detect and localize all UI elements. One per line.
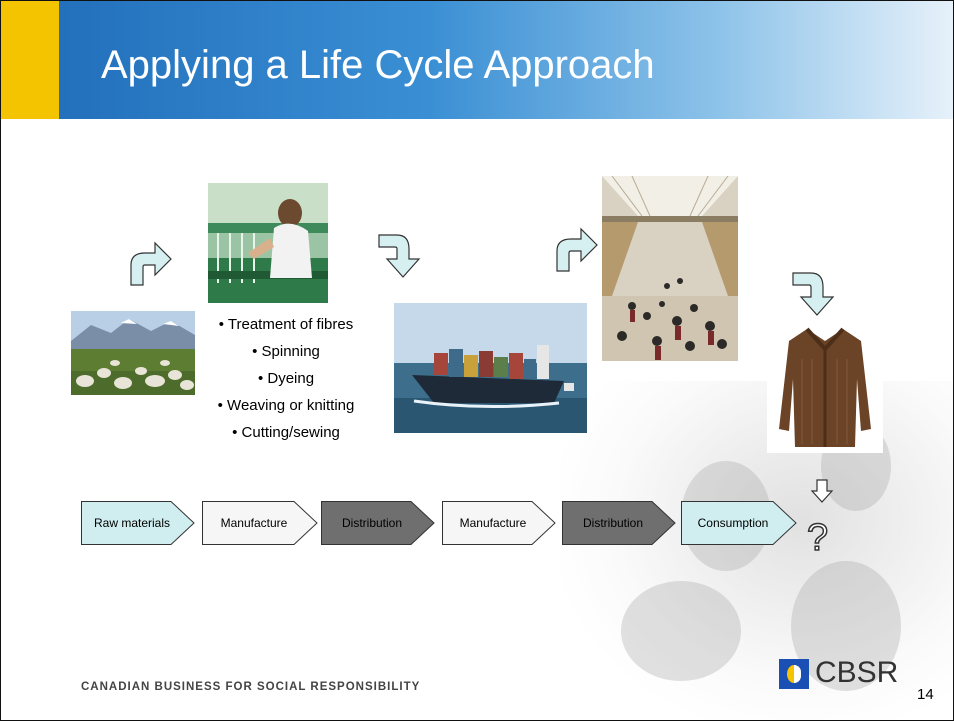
list-item: • Weaving or knitting [217,397,355,414]
flow-step-consumption: Consumption [681,501,797,545]
flow-step-label: Distribution [582,516,644,530]
shopping-mall-photo [602,176,738,361]
list-item: • Spinning [252,343,320,360]
slide-title: Applying a Life Cycle Approach [101,43,655,87]
manufacture-steps-list: • Treatment of fibres • Spinning • Dyein… [201,311,371,446]
title-accent [1,1,59,119]
list-item: • Treatment of fibres [218,316,354,333]
cbsr-logo-icon [779,659,809,689]
curved-up-right-arrow-icon [551,225,601,280]
brown-sweater-photo [767,319,883,453]
curved-down-right-arrow-icon [789,269,839,324]
down-arrow-icon [810,479,834,508]
flow-step-distribution: Distribution [562,501,676,545]
factory-worker-photo [208,183,328,303]
page-number: 14 [917,686,934,703]
list-item: • Dyeing [257,370,315,387]
background-people-photo [561,381,953,720]
flow-step-label: Raw materials [93,516,171,530]
list-item: • Cutting/sewing [232,424,340,441]
container-ship-photo [394,303,587,433]
flow-step-manufacture: Manufacture [202,501,318,545]
sheep-photo [71,311,195,395]
question-mark-icon: ? [806,516,829,560]
flow-step-label: Manufacture [220,516,288,530]
flow-step-label: Consumption [697,516,769,530]
curved-up-right-arrow-icon [125,239,175,294]
curved-down-right-arrow-icon [375,231,425,286]
footer-organization: CANADIAN BUSINESS FOR SOCIAL RESPONSIBIL… [81,681,421,693]
flow-step-label: Manufacture [459,516,527,530]
title-bar: Applying a Life Cycle Approach [1,1,953,119]
flow-step-raw-materials: Raw materials [81,501,195,545]
flow-step-label: Distribution [341,516,403,530]
flow-step-distribution: Distribution [321,501,435,545]
flow-step-manufacture: Manufacture [442,501,556,545]
logo-text: CBSR [815,656,899,689]
